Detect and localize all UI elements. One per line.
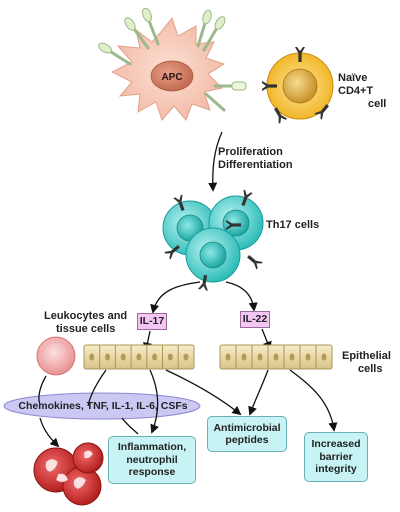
inflammation-line2: neutrophil: [126, 453, 178, 466]
arrow-leukocyte-down: [38, 375, 47, 405]
epithelial-line1: Epithelial: [342, 350, 391, 362]
epithelial-line2: cells: [358, 363, 383, 375]
antimicrobial-line1: Antimicrobial: [213, 421, 281, 434]
epithelium-left: [83, 344, 195, 370]
epithelial-cells-label: Epithelial cells: [342, 350, 391, 376]
arrow-il22-to-barrier: [289, 369, 338, 432]
chemokines-label: Chemokines, TNF, IL-1, IL-6, CSFs: [18, 400, 188, 412]
il17-box: IL-17: [137, 313, 167, 330]
arrow-to-inflammation: [149, 369, 159, 434]
neutrophil-cluster: [33, 442, 104, 506]
naive-label-line1: Naïve CD4+T: [338, 72, 374, 97]
proliferation-label: Proliferation Differentiation: [218, 146, 293, 172]
differentiation-arrow: [208, 131, 223, 192]
arrow-to-il22: [225, 281, 258, 312]
apc-cell: [98, 7, 247, 121]
barrier-line1: Increased: [311, 438, 361, 451]
leukocytes-label: Leukocytes and tissue cells: [44, 310, 127, 336]
arrow-il22-to-antimicrobial: [248, 369, 269, 416]
antimicrobial-box: Antimicrobial peptides: [207, 416, 287, 452]
barrier-line2: barrier: [319, 450, 353, 463]
th17-cell-cluster: [162, 189, 264, 291]
leukocytes-line2: tissue cells: [56, 323, 116, 335]
apc-nucleus: [150, 60, 194, 92]
naive-label-line2: cell: [368, 98, 387, 110]
leukocyte-cell: [36, 336, 76, 376]
inflammation-line3: response: [128, 466, 176, 479]
chemokines-ellipse: [3, 392, 201, 420]
barrier-integrity-box: Increased barrier integrity: [304, 432, 368, 482]
differentiation-text: Differentiation: [218, 159, 293, 171]
epithelium-right: [219, 344, 333, 370]
inflammation-box: Inflammation, neutrophil response: [108, 436, 196, 484]
il22-box: IL-22: [240, 311, 270, 328]
barrier-line3: integrity: [315, 463, 357, 476]
antimicrobial-line2: peptides: [225, 434, 269, 446]
arrow-chem-to-inflammation: [121, 417, 139, 435]
proliferation-text: Proliferation: [218, 146, 283, 158]
apc-label: APC: [161, 72, 182, 83]
naive-cd4-t-cell: [262, 47, 334, 124]
leukocytes-line1: Leukocytes and: [44, 310, 128, 322]
th17-label: Th17 cells: [266, 219, 320, 231]
naive-cd4-t-cell-label: Naïve CD4+T cell: [338, 72, 398, 111]
inflammation-line1: Inflammation,: [117, 441, 187, 454]
arrow-to-il17: [150, 281, 201, 314]
naive-nucleus: [282, 68, 318, 104]
arrow-to-neutrophils: [39, 417, 60, 448]
arrow-epi-left-down: [87, 369, 107, 407]
arrow-il17-to-antimicrobial: [165, 369, 242, 416]
